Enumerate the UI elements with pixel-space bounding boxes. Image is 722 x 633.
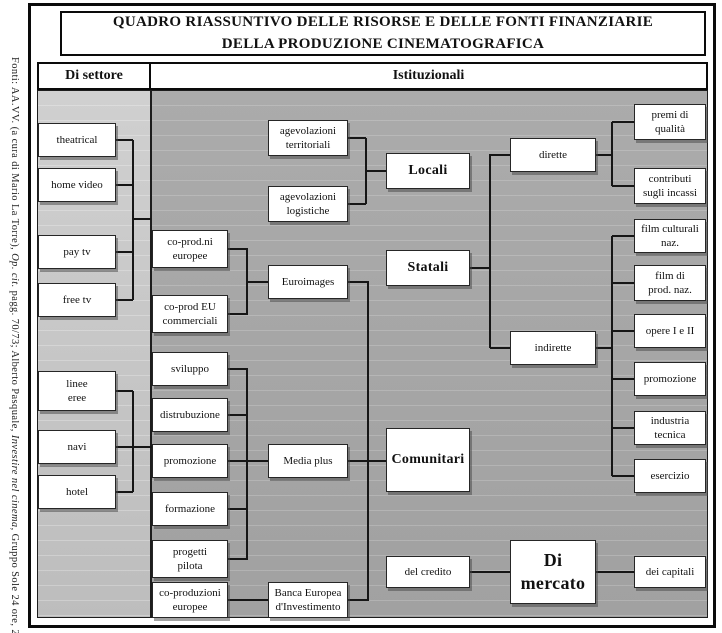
connector-line: [611, 122, 613, 186]
connector-line: [228, 248, 248, 250]
connector-line: [132, 140, 134, 300]
node-opere-1-2: opere I e II: [634, 314, 706, 348]
connector-line: [612, 475, 634, 477]
node-comunitari: Comunitari: [386, 428, 470, 492]
node-film-di-prod-naz: film di prod. naz.: [634, 265, 706, 301]
connector-line: [116, 251, 133, 253]
connector-line: [228, 599, 268, 601]
diagram-title: QUADRO RIASSUNTIVO DELLE RISORSE E DELLE…: [60, 11, 706, 56]
title-line-1: QUADRO RIASSUNTIVO DELLE RISORSE E DELLE…: [112, 13, 654, 30]
title-line-2: DELLA PRODUZIONE CINEMATOGRAFICA: [221, 35, 545, 52]
node-free-tv: free tv: [38, 283, 116, 317]
node-euroimages: Euroimages: [268, 265, 348, 299]
node-home-video: home video: [38, 168, 116, 202]
node-linee-eree: linee eree: [38, 371, 116, 411]
connector-line: [612, 121, 634, 123]
node-del-credito: del credito: [386, 556, 470, 588]
connector-line: [116, 390, 133, 392]
connector-line: [596, 154, 613, 156]
node-navi: navi: [38, 430, 116, 464]
connector-line: [247, 281, 268, 283]
connector-line: [490, 154, 510, 156]
connector-line: [228, 414, 248, 416]
connector-line: [612, 282, 634, 284]
connector-line: [612, 378, 634, 380]
connector-line: [470, 267, 491, 269]
node-theatrical: theatrical: [38, 123, 116, 157]
connector-line: [116, 446, 152, 448]
node-dei-capitali: dei capitali: [634, 556, 706, 588]
node-sviluppo: sviluppo: [152, 352, 228, 386]
column-header-istituzionali: Istituzionali: [149, 62, 708, 90]
connector-line: [489, 154, 491, 348]
node-co-prodni-europee: co-prod.ni europee: [152, 230, 228, 268]
connector-line: [490, 347, 510, 349]
connector-line: [596, 571, 634, 573]
node-progetti-pilota: progetti pilota: [152, 540, 228, 578]
connector-line: [116, 491, 133, 493]
node-promozione-media: promozione: [152, 444, 228, 478]
node-statali: Statali: [386, 250, 470, 286]
connector-line: [246, 369, 248, 559]
connector-line: [612, 185, 634, 187]
connector-line: [612, 427, 634, 429]
node-film-culturali-naz: film culturali naz.: [634, 219, 706, 253]
connector-line: [367, 282, 369, 600]
node-agevolazioni-territoriali: agevolazioni territoriali: [268, 120, 348, 156]
connector-line: [228, 558, 248, 560]
connector-line: [116, 299, 133, 301]
connector-line: [612, 330, 634, 332]
node-contributi-sugli-incassi: contributi sugli incassi: [634, 168, 706, 204]
connector-line: [348, 460, 386, 462]
connector-line: [470, 571, 510, 573]
connector-line: [132, 391, 134, 492]
source-citation: Fonti: AA.VV. (a cura di Mario La Torre)…: [9, 57, 20, 633]
connector-line: [132, 218, 151, 220]
connector-line: [116, 139, 133, 141]
node-co-produzioni-europee: co-produzioni europee: [152, 582, 228, 618]
node-dirette: dirette: [510, 138, 596, 172]
node-premi-di-qualita: premi di qualità: [634, 104, 706, 140]
connector-line: [116, 184, 133, 186]
node-indirette: indirette: [510, 331, 596, 365]
connector-line: [348, 281, 369, 283]
node-banca-europea-investimento: Banca Europea d'Investimento: [268, 582, 348, 618]
connector-line: [228, 368, 248, 370]
node-agevolazioni-logistiche: agevolazioni logistiche: [268, 186, 348, 222]
node-esercizio: esercizio: [634, 459, 706, 493]
connector-line: [228, 313, 248, 315]
node-promozione-indirette: promozione: [634, 362, 706, 396]
connector-line: [366, 170, 386, 172]
node-di-mercato: Di mercato: [510, 540, 596, 604]
node-hotel: hotel: [38, 475, 116, 509]
diagram-region-border: [37, 90, 708, 618]
node-pay-tv: pay tv: [38, 235, 116, 269]
connector-line: [348, 137, 366, 139]
connector-line: [596, 347, 613, 349]
connector-line: [228, 460, 268, 462]
node-co-prod-eu-commerciali: co-prod EU commerciali: [152, 295, 228, 333]
node-distrubuzione: distrubuzione: [152, 398, 228, 432]
outer-frame: [28, 3, 716, 628]
connector-line: [348, 203, 366, 205]
connector-line: [612, 235, 634, 237]
connector-line: [228, 508, 248, 510]
node-media-plus: Media plus: [268, 444, 348, 478]
node-industria-tecnica: industria tecnica: [634, 411, 706, 445]
connector-line: [611, 236, 613, 476]
node-formazione: formazione: [152, 492, 228, 526]
column-header-di-settore: Di settore: [37, 62, 151, 90]
node-locali: Locali: [386, 153, 470, 189]
connector-line: [348, 599, 369, 601]
